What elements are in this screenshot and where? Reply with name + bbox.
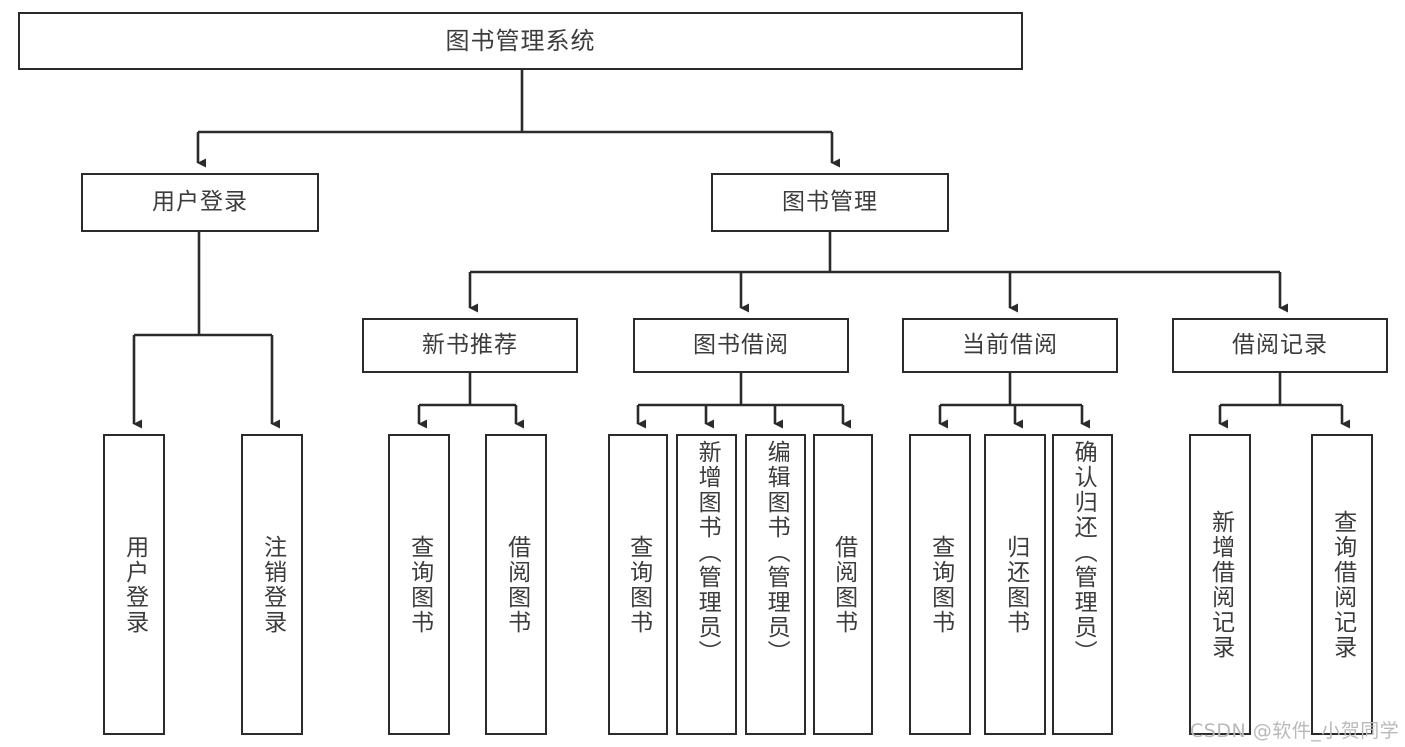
node-leaf-borrow-book-recommend-label: 借阅图书 [503,534,530,635]
node-leaf-add-borrow-record-label: 新增借阅记录 [1207,509,1234,660]
node-leaf-query-book-borrow[interactable]: 查询图书 [608,434,668,735]
leaf-text-wrap: 借阅图书 [815,436,871,733]
node-book-borrow-label: 图书借阅 [693,331,789,358]
leaf-text-wrap: 确认归还（管理员） [1054,436,1111,737]
leaf-text-wrap: 归还图书 [986,436,1044,733]
node-user-login[interactable]: 用户登录 [81,173,319,232]
node-current-borrow-label: 当前借阅 [962,331,1058,358]
node-root-system[interactable]: 图书管理系统 [18,12,1023,70]
node-leaf-query-book-recommend[interactable]: 查询图书 [388,434,450,735]
node-leaf-add-book-admin-label: 新增图书（管理员） [694,440,721,665]
node-leaf-query-book-current[interactable]: 查询图书 [909,434,971,735]
node-leaf-add-book-admin[interactable]: 新增图书（管理员） [676,434,737,735]
node-leaf-borrow-book-recommend[interactable]: 借阅图书 [485,434,547,735]
node-leaf-user-login-label: 用户登录 [121,534,148,635]
node-leaf-query-borrow-record[interactable]: 查询借阅记录 [1311,434,1373,735]
node-leaf-query-borrow-record-label: 查询借阅记录 [1329,509,1356,660]
leaf-text-wrap: 新增借阅记录 [1191,436,1249,733]
node-borrow-record-label: 借阅记录 [1232,331,1328,358]
leaf-text-wrap: 新增图书（管理员） [678,436,735,737]
leaf-text-wrap: 查询借阅记录 [1313,436,1371,733]
leaf-text-wrap: 编辑图书（管理员） [747,436,804,737]
node-leaf-user-login[interactable]: 用户登录 [103,434,165,735]
node-book-management-label: 图书管理 [782,188,878,215]
leaf-text-wrap: 用户登录 [105,436,163,733]
node-leaf-query-book-recommend-label: 查询图书 [406,534,433,635]
node-book-borrow[interactable]: 图书借阅 [633,318,849,373]
node-borrow-record[interactable]: 借阅记录 [1172,318,1388,373]
node-book-management[interactable]: 图书管理 [711,173,949,232]
node-leaf-add-borrow-record[interactable]: 新增借阅记录 [1189,434,1251,735]
node-leaf-confirm-return-admin-label: 确认归还（管理员） [1070,440,1097,665]
leaf-text-wrap: 注销登录 [243,436,301,733]
node-leaf-return-book-label: 归还图书 [1002,534,1029,635]
node-current-borrow[interactable]: 当前借阅 [902,318,1118,373]
node-leaf-query-book-current-label: 查询图书 [927,534,954,635]
node-leaf-return-book[interactable]: 归还图书 [984,434,1046,735]
leaf-text-wrap: 查询图书 [390,436,448,733]
node-leaf-query-book-borrow-label: 查询图书 [625,534,652,635]
leaf-text-wrap: 查询图书 [610,436,666,733]
node-leaf-borrow-book-borrow-label: 借阅图书 [830,534,857,635]
node-leaf-edit-book-admin-label: 编辑图书（管理员） [763,440,790,665]
leaf-text-wrap: 查询图书 [911,436,969,733]
node-leaf-borrow-book-borrow[interactable]: 借阅图书 [813,434,873,735]
node-leaf-logout[interactable]: 注销登录 [241,434,303,735]
node-new-book-recommend-label: 新书推荐 [422,331,518,358]
leaf-text-wrap: 借阅图书 [487,436,545,733]
node-leaf-logout-label: 注销登录 [259,534,286,635]
node-user-login-label: 用户登录 [152,188,248,215]
node-new-book-recommend[interactable]: 新书推荐 [362,318,578,373]
csdn-watermark: CSDN @软件_小贺同学 [1190,720,1400,742]
node-leaf-edit-book-admin[interactable]: 编辑图书（管理员） [745,434,806,735]
node-root-label: 图书管理系统 [445,26,596,55]
node-leaf-confirm-return-admin[interactable]: 确认归还（管理员） [1052,434,1113,735]
